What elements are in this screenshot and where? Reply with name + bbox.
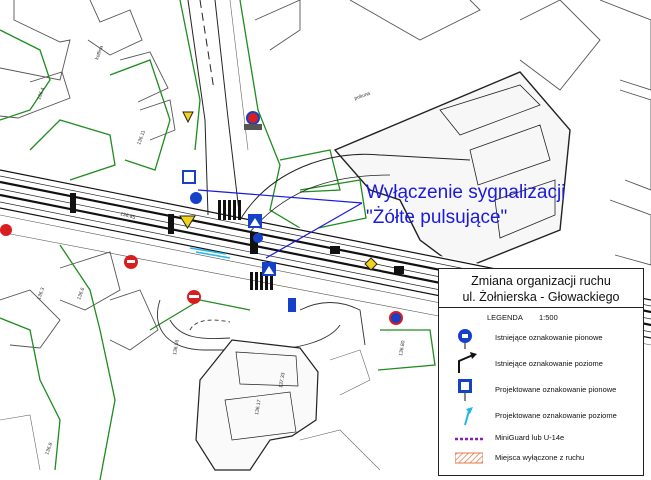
legend-label: Projektowane oznakowanie poziome	[495, 411, 617, 420]
projected-markings	[189, 247, 231, 259]
give-way-sign-icon	[182, 111, 194, 124]
label-136-6: 136.17	[254, 399, 263, 415]
label-136-4: 136.6	[76, 287, 86, 301]
callout-line-2: "Żółte pulsujące"	[366, 207, 508, 228]
legend-header: LEGENDA	[487, 313, 523, 322]
traffic-signs	[0, 111, 403, 325]
legend-scale: 1:500	[539, 313, 558, 322]
legend-label: MiniGuard lub U-14e	[495, 433, 565, 442]
building-large	[333, 71, 571, 271]
building-south	[195, 339, 319, 471]
green-parcel-lines	[0, 0, 436, 480]
label-136-8: 136.80	[398, 340, 407, 356]
hatched-area-icon	[455, 452, 483, 464]
legend-title-line-1: Zmiana organizacji ruchu	[471, 274, 611, 288]
zebra-crossings	[218, 200, 273, 290]
signal-callout: Wyłączenie sygnalizacji "Żółte pulsujące…	[366, 180, 565, 230]
blue-square-sign-icon	[458, 379, 472, 401]
label-136-10: 136.85	[119, 211, 136, 221]
callout-line-1: Wyłączenie sygnalizacji	[366, 182, 566, 203]
legend-row: Projektowane oznakowanie poziome	[439, 403, 643, 429]
misc-lines	[0, 349, 381, 471]
label-136-7: 137.33	[278, 372, 287, 388]
legend-row: MiniGuard lub U-14e	[439, 429, 643, 455]
label-kotlina: kotlina	[94, 45, 105, 61]
label-136-3: 136.3	[36, 287, 46, 301]
building-outlines	[0, 0, 651, 351]
legend-title-line-2: ul. Żołnierska - Głowackiego	[462, 290, 620, 304]
label-136-1: 136.4	[36, 87, 46, 101]
legend-divider	[439, 307, 643, 308]
legend-box: Zmiana organizacji ruchu ul. Żołnierska …	[438, 268, 644, 476]
legend-row: Istniejące oznakowanie pionowe	[439, 325, 643, 351]
legend-label: Istniejące oznakowanie poziome	[495, 359, 603, 368]
legend-row: Miejsca wyłączone z ruchu	[439, 449, 643, 475]
callout-leader-lines	[197, 189, 363, 259]
priority-road-sign-icon	[364, 257, 378, 271]
label-136-2: 136.11	[136, 129, 147, 145]
plan-labels: kotlina poltuna 136.4 136.11 136.3 136.6…	[36, 45, 406, 456]
cyan-arrow-icon	[464, 407, 473, 426]
legend-label: Projektowane oznakowanie pionowe	[495, 385, 617, 394]
label-136-9: 136.55	[172, 339, 181, 355]
legend-label: Miejsca wyłączone z ruchu	[495, 453, 585, 462]
label-poltuna: poltuna	[354, 91, 372, 102]
label-136-5: 136.8	[44, 442, 54, 456]
side-street	[187, 0, 471, 233]
warning-sign-icon	[179, 215, 196, 229]
no-stopping-sign-icon	[246, 111, 260, 125]
legend-label: Istniejące oznakowanie pionowe	[495, 333, 603, 342]
legend-row: Projektowane oznakowanie pionowe	[439, 377, 643, 403]
blue-circle-sign-icon	[458, 329, 472, 349]
legend-row: Istniejące oznakowanie poziome	[439, 351, 643, 377]
black-arrow-icon	[458, 352, 477, 373]
mandatory-sign-icon	[190, 192, 202, 204]
